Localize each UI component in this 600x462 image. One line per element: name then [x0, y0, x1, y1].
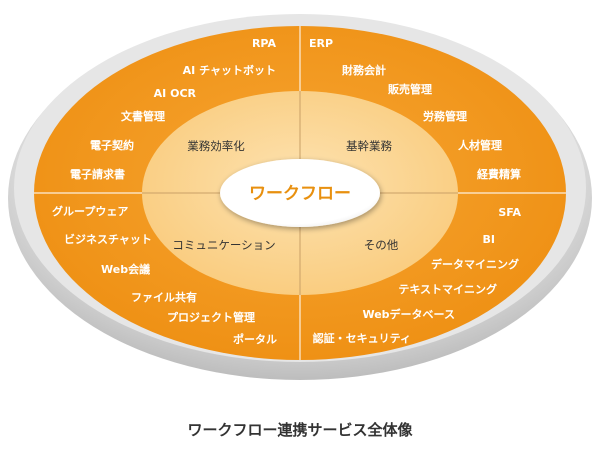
service-item: 財務会計 — [341, 63, 386, 77]
service-item: RPA — [252, 37, 277, 50]
quadrant-label-top-left: 業務効率化 — [187, 139, 245, 153]
service-item: AI OCR — [154, 87, 197, 100]
service-item: Web会議 — [101, 262, 150, 276]
service-item: データマイニング — [431, 257, 519, 271]
service-item: 労務管理 — [423, 109, 467, 123]
service-item: 文書管理 — [121, 109, 165, 123]
service-item: SFA — [498, 206, 521, 219]
service-item: ビジネスチャット — [64, 232, 152, 246]
service-item: 人材管理 — [458, 138, 502, 152]
service-item: AI チャットボット — [183, 63, 276, 77]
service-item: 経費精算 — [477, 167, 521, 181]
center-label: ワークフロー — [249, 184, 351, 204]
quadrant-label-bottom-left: コミュニケーション — [172, 238, 275, 252]
quadrant-label-top-right: 基幹業務 — [346, 139, 392, 153]
service-item: 販売管理 — [388, 82, 432, 96]
service-item: 電子契約 — [90, 138, 134, 152]
service-item: BI — [483, 233, 495, 246]
service-item: グループウェア — [52, 204, 128, 218]
service-item: ファイル共有 — [131, 290, 197, 304]
diagram-caption: ワークフロー連携サービス全体像 — [187, 421, 413, 439]
service-item: プロジェクト管理 — [167, 310, 255, 324]
service-item: 電子請求書 — [70, 167, 125, 181]
center-ellipse — [220, 159, 380, 227]
service-item: Webデータベース — [362, 307, 455, 321]
service-item: テキストマイニング — [398, 282, 497, 296]
service-item: 認証・セキュリティ — [313, 331, 411, 345]
quadrant-label-bottom-right: その他 — [364, 238, 399, 252]
service-item: ポータル — [233, 332, 277, 346]
service-item: ERP — [309, 37, 333, 50]
